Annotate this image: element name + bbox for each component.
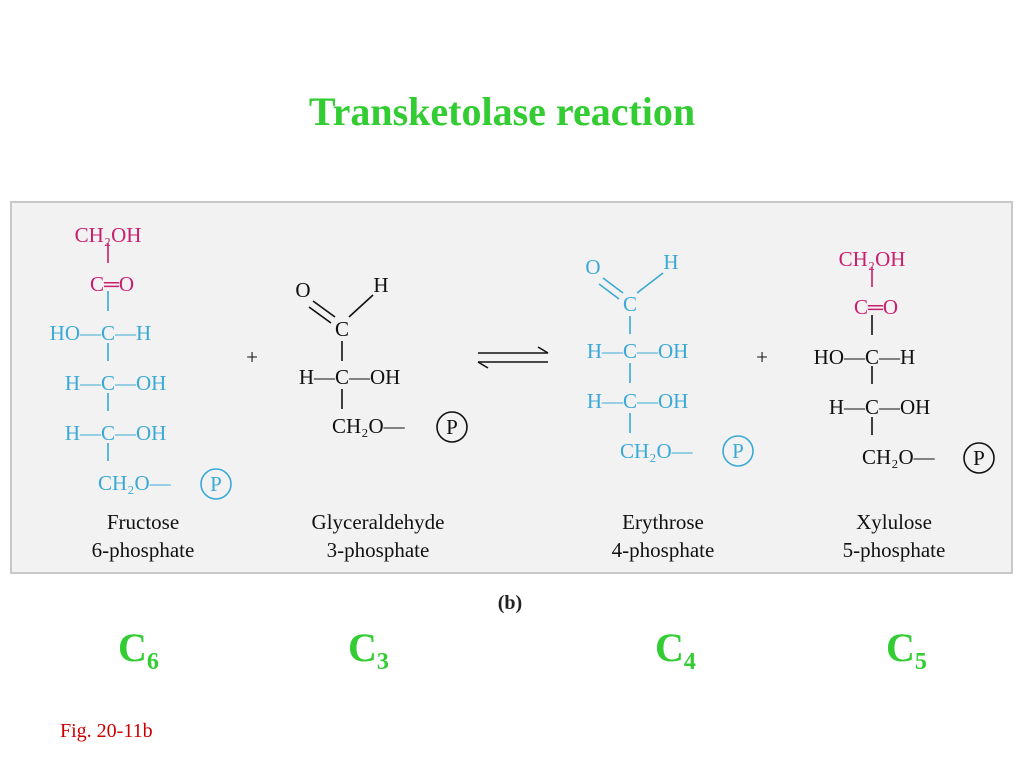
- fructose-name-line2: 6-phosphate: [92, 538, 195, 562]
- fructose-c3-carbon: C: [101, 321, 115, 345]
- figure-label: Fig. 20-11b: [60, 720, 153, 742]
- fructose-c4-carbon: C: [101, 371, 115, 395]
- fructose-name-line1: Fructose: [107, 510, 179, 534]
- fructose-c4-left: H—: [65, 371, 102, 395]
- erythrose-c2-left: H—: [587, 339, 624, 363]
- glyceraldehyde-c2-carbon: C: [335, 365, 349, 389]
- fructose-c3-right: —H: [114, 321, 151, 345]
- erythrose-4-phosphate: O H C H— C —OH H— C —OH CH₂O— P Erythros…: [585, 250, 754, 562]
- plus-sign-left: +: [246, 345, 258, 369]
- xylulose-c5-group: CH₂O—: [862, 445, 936, 469]
- xylulose-5-phosphate: CH₂OH C═O HO— C —H H— C —OH CH₂O— P Xylu…: [814, 247, 995, 562]
- glyceraldehyde-aldehyde-o: O: [295, 278, 310, 302]
- glyceraldehyde-aldehyde-h: H: [373, 273, 388, 297]
- glyceraldehyde-c3-group: CH₂O—: [332, 414, 406, 438]
- fructose-c1-group: CH₂OH: [75, 223, 142, 247]
- erythrose-c1-carbon: C: [623, 292, 637, 316]
- fructose-6-phosphate: CH₂OH C═O HO— C —H H— C —OH H— C —OH CH₂…: [50, 223, 232, 562]
- xylulose-name-line1: Xylulose: [856, 510, 932, 534]
- xylulose-c3-left: HO—: [814, 345, 866, 369]
- erythrose-name-line1: Erythrose: [622, 510, 704, 534]
- fructose-c3-left: HO—: [50, 321, 102, 345]
- xylulose-c4-right: —OH: [878, 395, 930, 419]
- erythrose-aldehyde-o: O: [585, 255, 600, 279]
- phosphate-icon: [436, 411, 468, 443]
- xylulose-c4-left: H—: [829, 395, 866, 419]
- xylulose-c1-group: CH₂OH: [839, 247, 906, 271]
- plus-sign-right: +: [756, 345, 768, 369]
- carbon-count-xylulose: C5: [886, 625, 927, 675]
- xylulose-c3-carbon: C: [865, 345, 879, 369]
- glyceraldehyde-c2-right: —OH: [348, 365, 400, 389]
- xylulose-name-line2: 5-phosphate: [843, 538, 946, 562]
- fructose-c2-group: C═O: [90, 272, 134, 296]
- glyceraldehyde-c2-left: H—: [299, 365, 336, 389]
- page-title: Transketolase reaction: [308, 89, 696, 134]
- erythrose-c2-carbon: C: [623, 339, 637, 363]
- erythrose-aldehyde-h: H: [663, 250, 678, 274]
- fructose-c6-group: CH₂O—: [98, 471, 172, 495]
- glyceraldehyde-name-line1: Glyceraldehyde: [312, 510, 445, 534]
- fructose-c5-right: —OH: [114, 421, 166, 445]
- xylulose-c2-group: C═O: [854, 295, 898, 319]
- erythrose-c2-right: —OH: [636, 339, 688, 363]
- erythrose-name-line2: 4-phosphate: [612, 538, 715, 562]
- fructose-c4-right: —OH: [114, 371, 166, 395]
- glyceraldehyde-phosphate-label: P: [446, 415, 458, 439]
- phosphate-icon: [963, 442, 995, 474]
- xylulose-c4-carbon: C: [865, 395, 879, 419]
- fructose-c5-carbon: C: [101, 421, 115, 445]
- equilibrium-arrow-icon: [477, 346, 549, 369]
- erythrose-c4-group: CH₂O—: [620, 439, 694, 463]
- glyceraldehyde-name-line2: 3-phosphate: [327, 538, 430, 562]
- phosphate-icon: [200, 468, 232, 500]
- carbon-count-glyceraldehyde: C3: [348, 625, 389, 675]
- glyceraldehyde-3-phosphate: O H C H— C —OH CH₂O— P Glyceraldehyde 3-…: [295, 273, 468, 562]
- carbon-count-erythrose: C4: [655, 625, 696, 675]
- xylulose-phosphate-label: P: [973, 446, 985, 470]
- phosphate-icon: [722, 435, 754, 467]
- glyceraldehyde-c1-carbon: C: [335, 317, 349, 341]
- fructose-phosphate-label: P: [210, 472, 222, 496]
- reaction-diagram: CH₂OH C═O HO— C —H H— C —OH H— C —OH CH₂…: [50, 223, 995, 562]
- carbon-count-fructose: C6: [118, 625, 159, 675]
- xylulose-c3-right: —H: [878, 345, 915, 369]
- panel-caption: (b): [497, 592, 523, 614]
- reaction-panel: CH₂OH C═O HO— C —H H— C —OH H— C —OH CH₂…: [10, 201, 1013, 574]
- erythrose-phosphate-label: P: [732, 439, 744, 463]
- erythrose-c3-right: —OH: [636, 389, 688, 413]
- erythrose-c3-left: H—: [587, 389, 624, 413]
- fructose-c5-left: H—: [65, 421, 102, 445]
- erythrose-c3-carbon: C: [623, 389, 637, 413]
